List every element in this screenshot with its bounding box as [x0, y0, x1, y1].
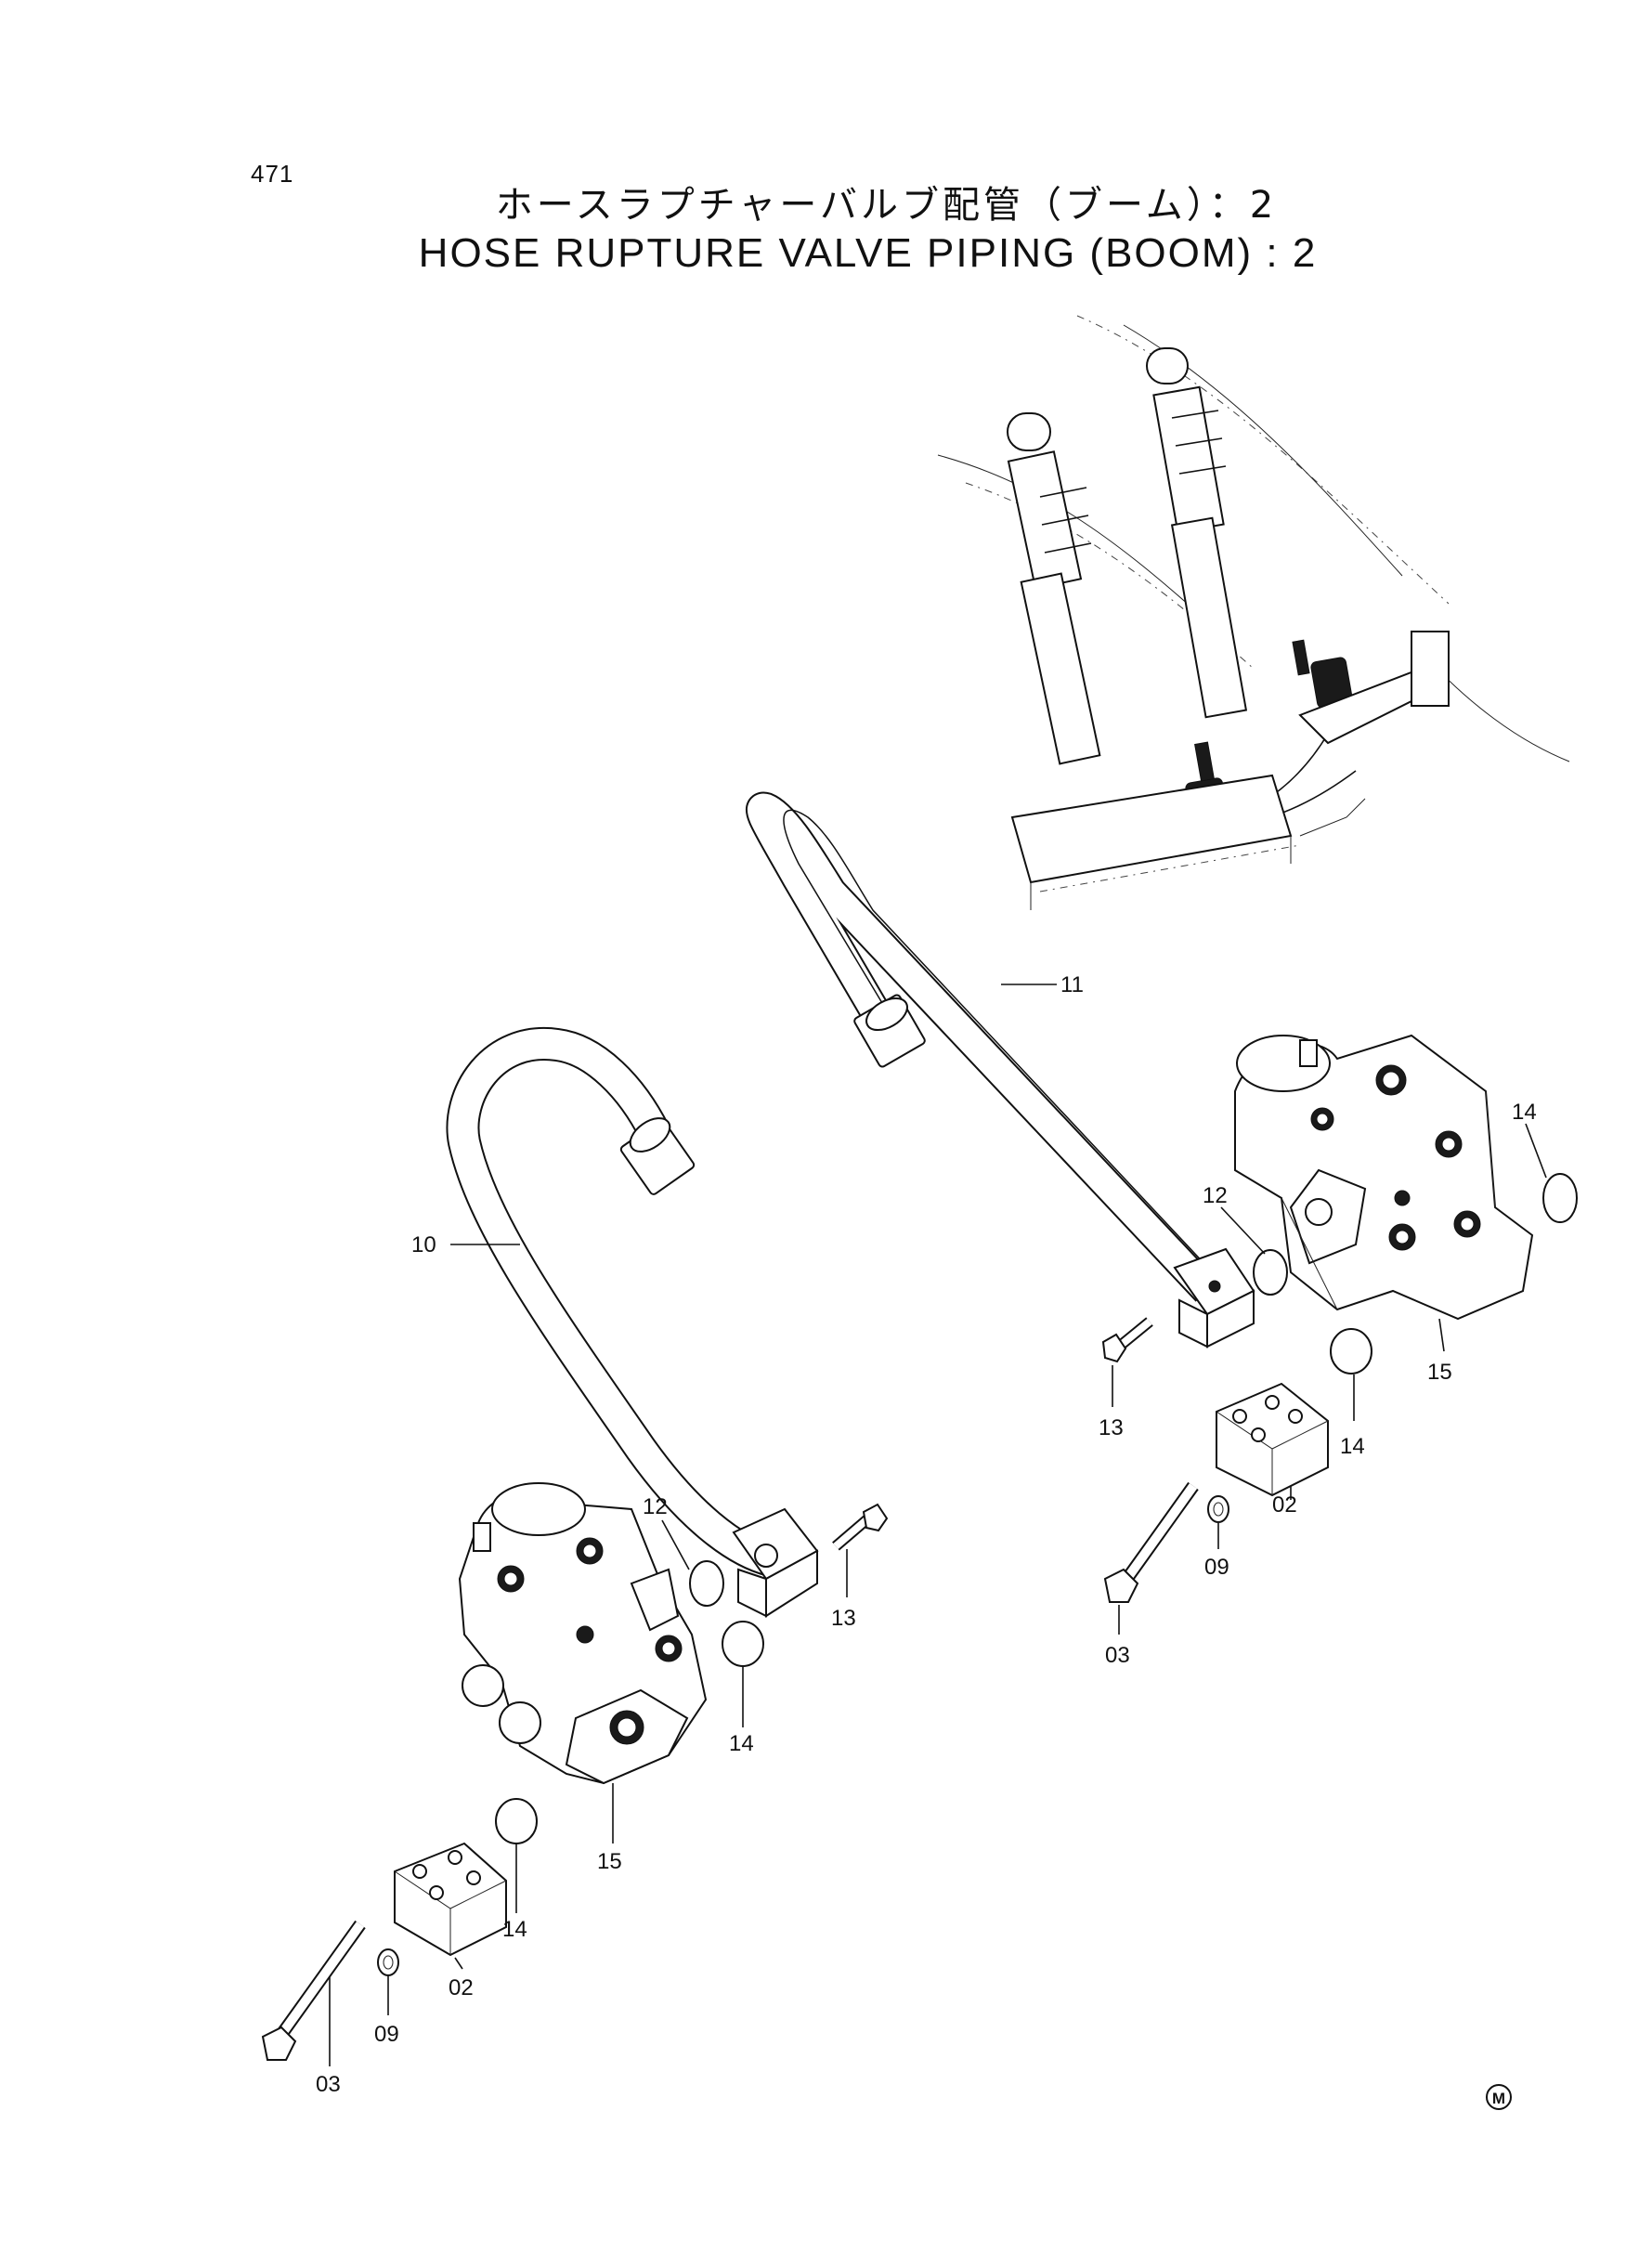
inset-boom-illustration [937, 315, 1570, 910]
callout-12-left: 12 [643, 1494, 668, 1519]
part-14-oring-left-a [722, 1621, 764, 1667]
callout-03-right: 03 [1105, 1643, 1130, 1668]
part-14-oring-left-b [495, 1798, 538, 1844]
part-11-hose [746, 791, 1255, 1348]
part-14-oring-right-b [1330, 1328, 1372, 1375]
svg-text:M: M [1492, 2090, 1505, 2107]
part-02-flanges [394, 1382, 1329, 1957]
callout-09-left: 09 [374, 2022, 399, 2047]
callout-14-right-a: 14 [1512, 1100, 1537, 1125]
leader-lines [329, 984, 1547, 2066]
circled-m-mark: M [1486, 2084, 1512, 2110]
page-number: 471 [251, 160, 294, 188]
part-10-hose [446, 1027, 819, 1618]
callout-14-right-b: 14 [1340, 1434, 1365, 1459]
part-12-oring-right [1253, 1249, 1288, 1296]
callout-02-right: 02 [1272, 1492, 1297, 1518]
callout-12-right: 12 [1203, 1183, 1228, 1208]
callout-14-left-a: 14 [729, 1731, 754, 1756]
part-03-bolts [261, 1481, 1199, 2061]
title-english: HOSE RUPTURE VALVE PIPING (BOOM) : 2 [418, 230, 1318, 276]
callout-02-left: 02 [449, 1975, 474, 2000]
callout-13-left: 13 [831, 1606, 856, 1631]
part-12-oring-left [689, 1560, 724, 1607]
part-13-bolts [832, 1317, 1153, 1551]
part-15-valve-right [1234, 1034, 1534, 1321]
title-japanese: ホースラプチャーバルブ配管（ブーム）：2 [495, 184, 1278, 227]
o-rings [495, 1173, 1578, 1844]
callout-11: 11 [1060, 972, 1084, 997]
part-14-oring-right-a [1542, 1173, 1578, 1223]
callout-03-left: 03 [316, 2072, 341, 2097]
callout-15-left: 15 [597, 1849, 622, 1874]
callout-13-right: 13 [1099, 1415, 1124, 1440]
callout-15-right: 15 [1427, 1360, 1452, 1385]
callout-labels: 11 10 12 14 14 15 13 02 09 03 12 14 13 1… [316, 972, 1537, 2097]
callout-14-left-b: 14 [502, 1917, 527, 1942]
callout-09-right: 09 [1204, 1555, 1229, 1580]
part-15-valve-left [458, 1482, 708, 1785]
callout-10: 10 [411, 1232, 436, 1257]
